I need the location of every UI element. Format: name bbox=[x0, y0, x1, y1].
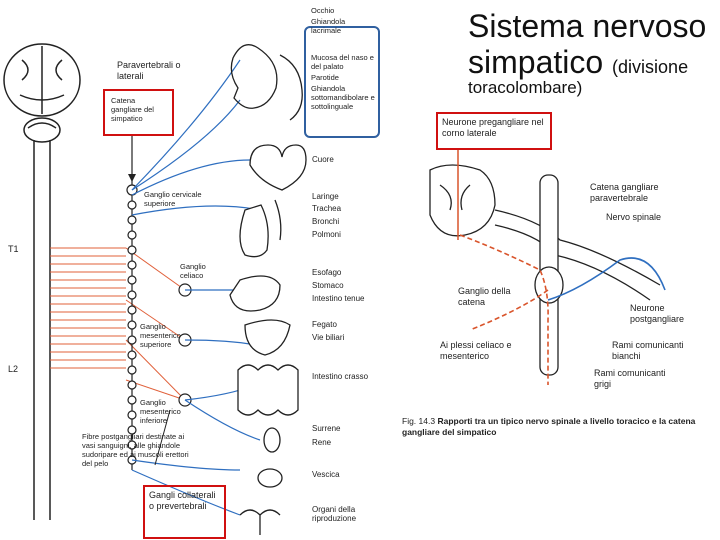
organ-label: Rene bbox=[312, 438, 332, 447]
organ-label: Vie biliari bbox=[312, 333, 345, 342]
catena-box: Catena gangliare del simpatico bbox=[103, 89, 174, 136]
catena-para-label: Catena gangliare paravertebrale bbox=[590, 182, 659, 203]
reproductive-icon bbox=[239, 509, 281, 535]
nervo-spinale-label: Nervo spinale bbox=[606, 212, 662, 222]
bladder-icon bbox=[257, 468, 283, 488]
right-pre-fiber bbox=[459, 234, 549, 385]
organ-head-label: Mucosa del naso e del palato bbox=[311, 53, 374, 71]
ganglio-mes-sup-label: Ganglio mesenterico superiore bbox=[140, 322, 181, 349]
neurone-pre-label: Neurone pregangliare nel corno laterale bbox=[442, 117, 544, 138]
neurone-post-label: Neurone postgangliare bbox=[630, 303, 685, 324]
stomach-icon bbox=[229, 275, 281, 312]
ganglio-cervicale-label: Ganglio cervicale superiore bbox=[144, 190, 202, 208]
organ-label: Trachea bbox=[312, 204, 342, 213]
organ-head-label: Parotide bbox=[311, 73, 339, 82]
title: Sistema nervoso simpatico (divisione bbox=[468, 8, 706, 85]
head-organs-box bbox=[304, 26, 380, 138]
ganglio-mes-inf-label: Ganglio mesenterico inferiore bbox=[140, 398, 181, 425]
rami-bianchi-label: Rami comunicanti bianchi bbox=[612, 340, 684, 361]
chain-column bbox=[534, 174, 564, 376]
fibre-post-label: Fibre postgangliari destinate ai vasi sa… bbox=[82, 432, 189, 468]
organ-head-label: Occhio bbox=[311, 6, 335, 15]
plessi-label: Ai plessi celiaco e mesenterico bbox=[440, 340, 512, 361]
l2-label: L2 bbox=[8, 364, 19, 374]
title-line3: toracolombare) bbox=[468, 78, 583, 97]
organ-label: Laringe bbox=[312, 192, 339, 201]
pregangliar-lines bbox=[50, 247, 186, 401]
fibre-pointer bbox=[154, 409, 171, 466]
organ-label: Surrene bbox=[312, 424, 341, 433]
organ-label: Organi della riproduzione bbox=[312, 505, 357, 523]
organ-label: Stomaco bbox=[312, 281, 344, 290]
gangli-collaterali-box: Gangli collaterali o prevertebrali bbox=[143, 485, 226, 539]
organ-label: Vescica bbox=[312, 470, 340, 479]
spinal-cord-section bbox=[429, 164, 496, 237]
t1-label: T1 bbox=[8, 244, 19, 254]
right-post-fiber bbox=[547, 257, 666, 301]
ganglio-celiaco-label: Ganglio celiaco bbox=[180, 262, 206, 280]
caption-fig-number: Fig. 14.3 bbox=[402, 416, 436, 426]
brain-icon bbox=[3, 43, 81, 143]
liver-icon bbox=[244, 319, 291, 356]
organ-label: Cuore bbox=[312, 155, 334, 164]
organ-label: Polmoni bbox=[312, 230, 341, 239]
organ-labels: Cuore Laringe Trachea Bronchi Polmoni Es… bbox=[312, 0, 372, 540]
organ-label: Intestino crasso bbox=[312, 372, 369, 381]
caption-text: Rapporti tra un tipico nervo spinale a l… bbox=[402, 416, 696, 437]
organ-head-label: Ghiandola sottomandibolare e sottolingua… bbox=[311, 84, 375, 111]
ganglio-catena-label: Ganglio della catena bbox=[458, 286, 511, 307]
kidney-icon bbox=[263, 427, 281, 453]
heart-icon bbox=[249, 144, 307, 191]
organ-label: Esofago bbox=[312, 268, 342, 277]
title-line1: Sistema nervoso bbox=[468, 8, 707, 44]
nerve-root bbox=[494, 209, 661, 301]
catena-arrowhead bbox=[128, 174, 136, 182]
figure-caption: Fig. 14.3 Rapporti tra un tipico nervo s… bbox=[402, 416, 702, 438]
organ-label: Bronchi bbox=[312, 217, 340, 226]
catena-label: Catena gangliare del simpatico bbox=[111, 96, 154, 123]
head-organs-list: Occhio Ghiandola lacrimale Mucosa del na… bbox=[311, 6, 375, 111]
head-icon bbox=[230, 44, 303, 121]
rami-grigi-label: Rami comunicanti grigi bbox=[594, 368, 666, 389]
title-line2: simpatico (divisione bbox=[468, 44, 689, 80]
neurone-pre-box: Neurone pregangliare nel corno laterale bbox=[436, 112, 552, 150]
organ-label: Fegato bbox=[312, 320, 337, 329]
lungs-icon bbox=[239, 199, 282, 258]
spinal-cord bbox=[33, 140, 51, 520]
intestine-icon bbox=[237, 364, 299, 416]
postgangliar-fibers bbox=[131, 59, 261, 516]
sympathetic-chain bbox=[126, 180, 138, 470]
gangli-collaterali-label: Gangli collaterali o prevertebrali bbox=[149, 490, 216, 511]
paravertebrali-label: Paravertebrali o laterali bbox=[117, 60, 181, 81]
organ-head-label: Ghiandola lacrimale bbox=[311, 17, 346, 35]
organ-label: Intestino tenue bbox=[312, 294, 365, 303]
